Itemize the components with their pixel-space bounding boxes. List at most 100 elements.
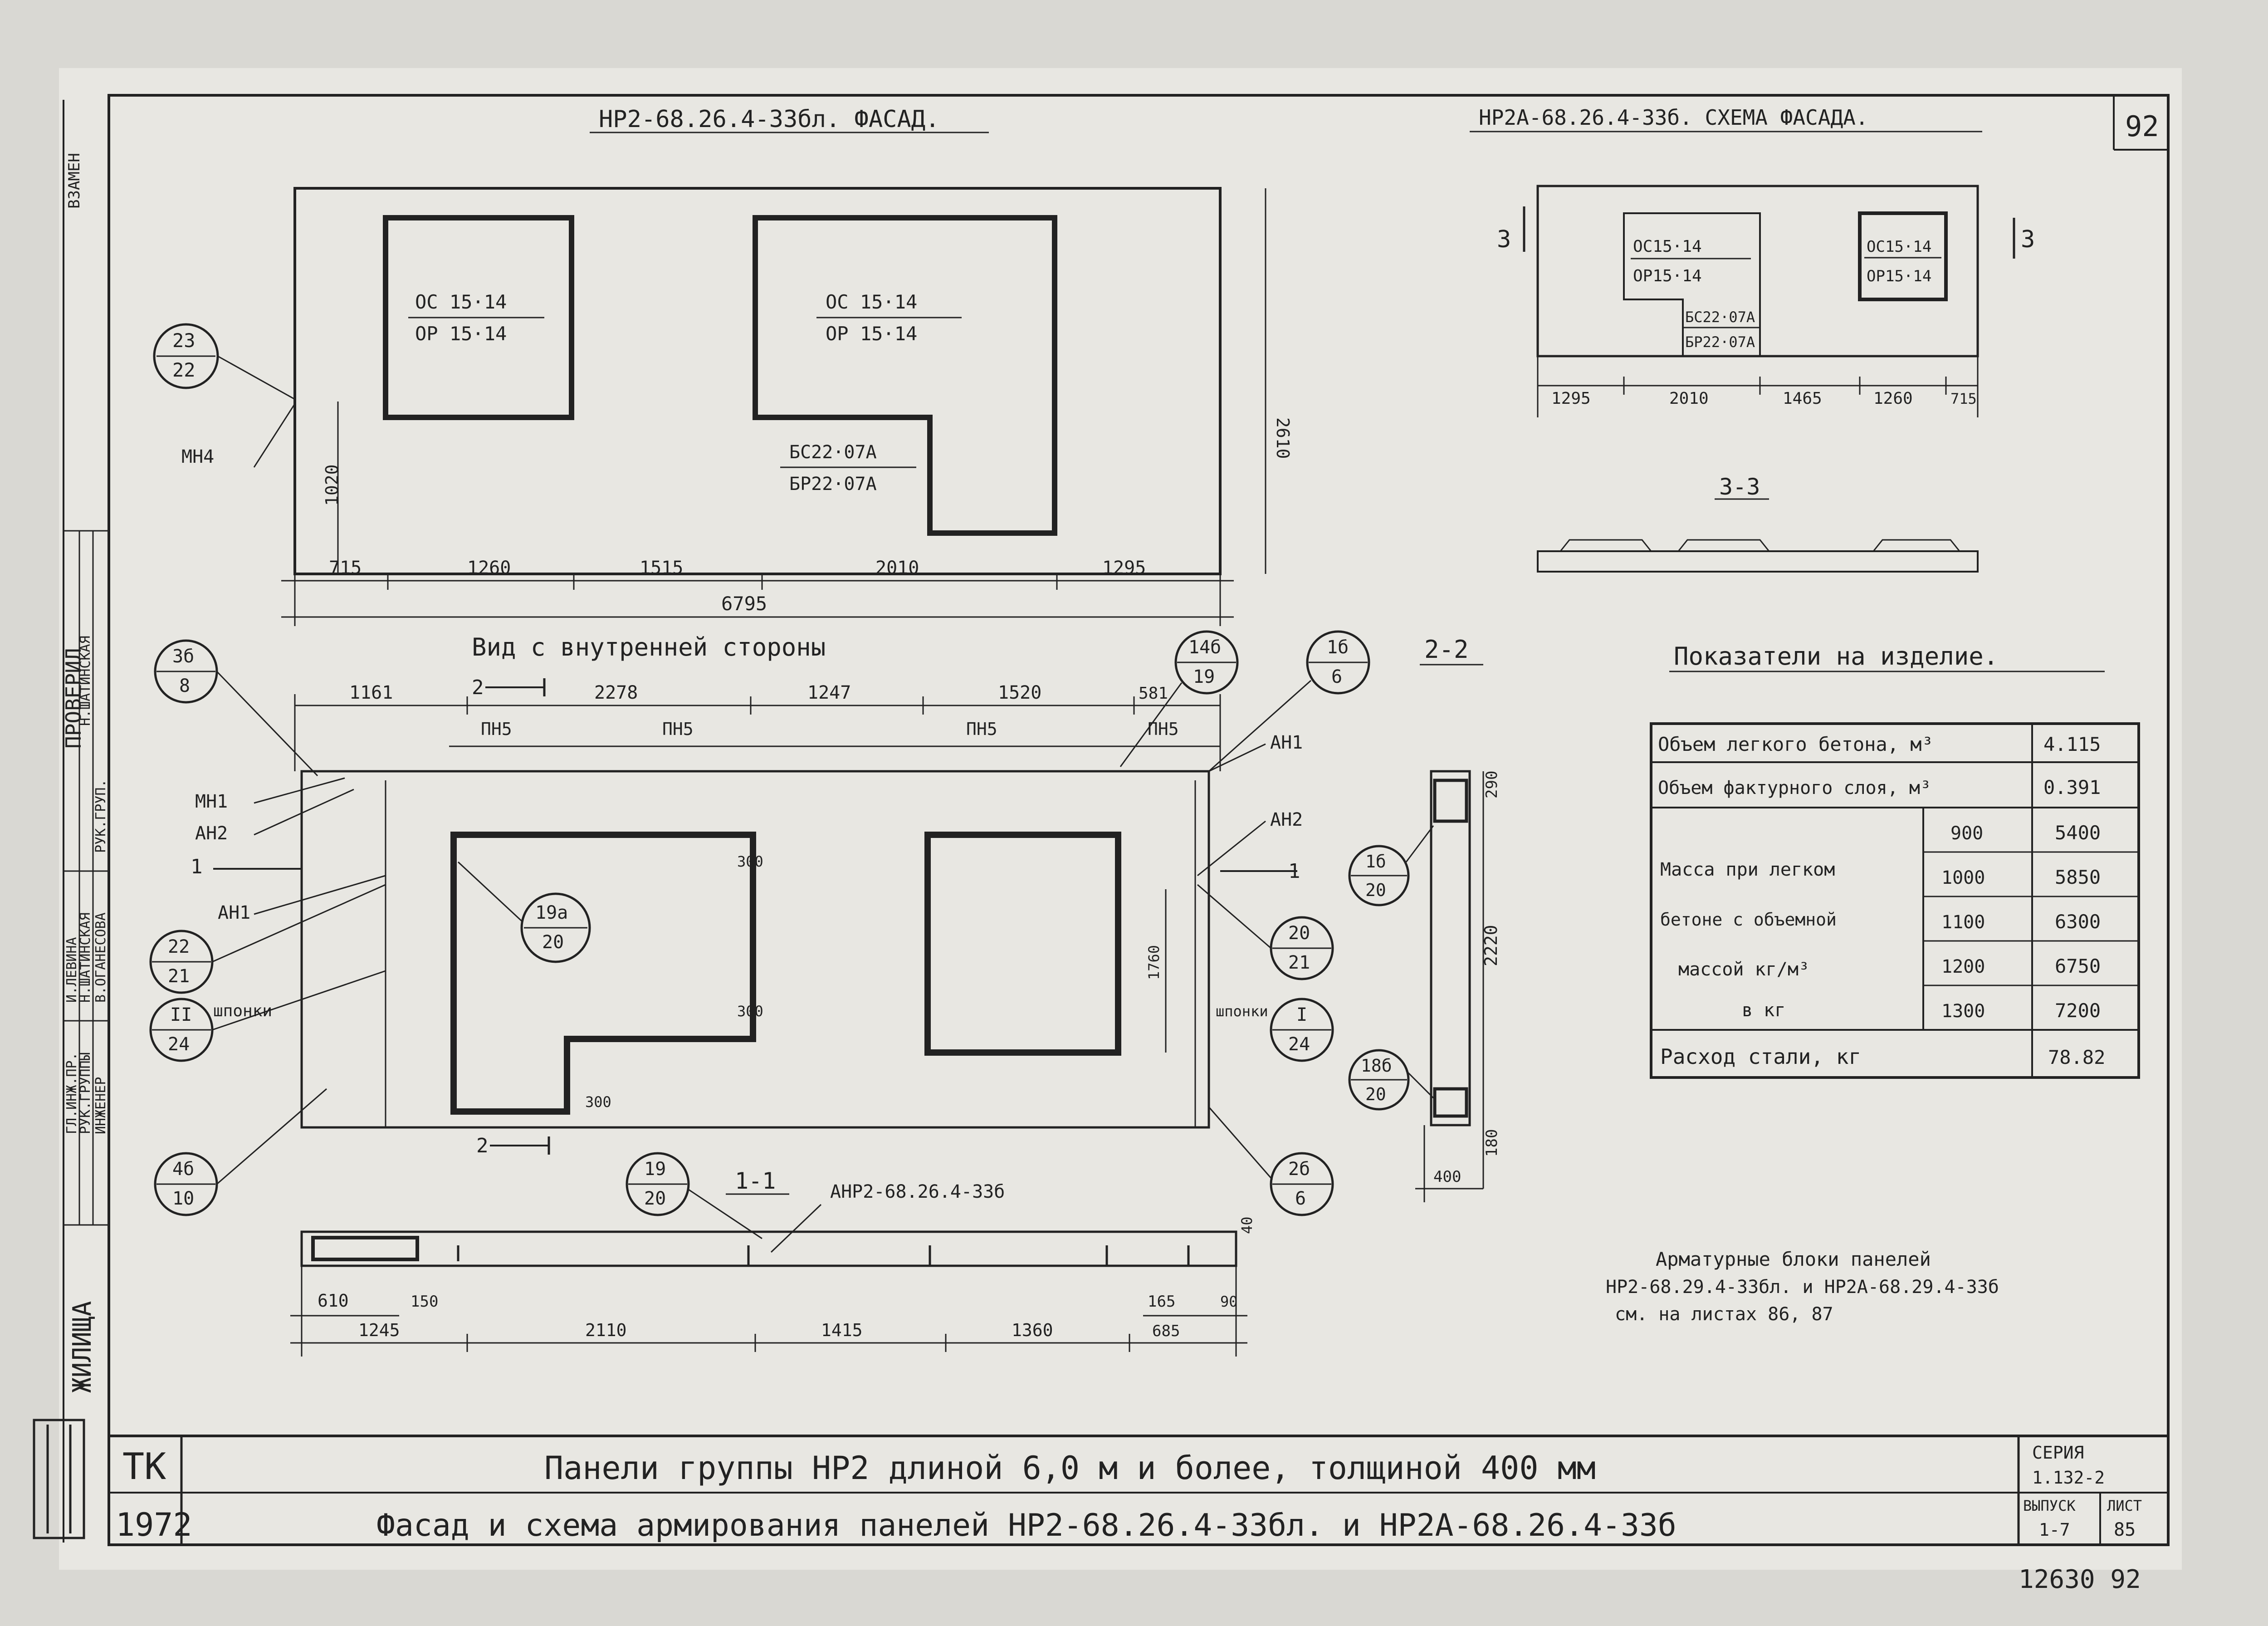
section22-dim-2220: 2220 (1481, 925, 1501, 966)
circle-22-21: 22 21 (149, 884, 386, 994)
section33-title: 3-3 (1719, 474, 1760, 500)
note-line-2: НР2-68.29.4-33бл. и НР2А-68.29.4-33б (1606, 1277, 1999, 1298)
scheme-title: НР2А-68.26.4-33б. СХЕМА ФАСАДА. (1479, 105, 1868, 130)
strip-role-4: РУК.ГРУП. (93, 779, 109, 853)
section22-c1-top: 1б (1365, 852, 1386, 872)
facade-win2-top: ОС 15·14 (826, 291, 917, 313)
strip-name-4: Н.ШАТИНСКАЯ (78, 636, 93, 726)
inner-dim-3: 1247 (807, 682, 851, 703)
inner-view: Вид с внутренней стороны 1161 2278 1247 … (191, 633, 1303, 1157)
circle-II-top: II (170, 1004, 192, 1025)
circle-I-24: I 24 (1270, 998, 1334, 1062)
section11-dim-150: 150 (411, 1293, 438, 1311)
circle-19a-top: 19а (535, 902, 568, 923)
facade-win1-bot: ОР 15·14 (415, 323, 507, 345)
section11-ref: АНР2-68.26.4-33б (830, 1181, 1005, 1202)
scheme-view: НР2А-68.26.4-33б. СХЕМА ФАСАДА. ОС15·14 … (1470, 105, 2035, 573)
facade-dim-1: 715 (329, 558, 362, 578)
strip-role-1: ГЛ.ИНЖ.ПР. (64, 1052, 80, 1134)
facade-panel (293, 187, 1222, 575)
facade-window-door (753, 215, 1057, 536)
facade-dim-4: 2010 (875, 558, 919, 578)
scheme-cut-right: 3 (2021, 226, 2035, 253)
section11-title: 1-1 (735, 1168, 776, 1194)
indicators-title: Показатели на изделие. (1674, 642, 1998, 671)
circle-2b-bot: 6 (1295, 1188, 1306, 1209)
ind-mass-line-1: Масса при легком (1660, 859, 1835, 880)
section11-circle-bot: 20 (644, 1188, 666, 1209)
section22-dim-400: 400 (1433, 1168, 1461, 1186)
ind-row1-val: 4.115 (2043, 733, 2101, 755)
section22-circle-1 (1348, 845, 1410, 906)
inner-opening-1 (450, 832, 756, 1115)
inner-pn-3: ПН5 (966, 719, 997, 739)
tb-sheet-val: 85 (2114, 1519, 2136, 1540)
inner-h1760: 1760 (1145, 945, 1163, 980)
inner-an1-left: АН1 (218, 902, 250, 923)
tb-tk: ТК (122, 1445, 166, 1488)
section11-dim-1415: 1415 (821, 1320, 863, 1340)
circle-II-24: II 24 (149, 970, 386, 1062)
facade-dim-5: 1295 (1102, 558, 1146, 578)
section11-dim-685: 685 (1152, 1322, 1180, 1340)
inner-pn-1: ПН5 (481, 719, 512, 739)
section22-dim-290: 290 (1483, 771, 1501, 798)
tb-series-label: СЕРИЯ (2032, 1443, 2084, 1463)
circle-1b-top: 1б (1327, 637, 1349, 658)
ind-row2-label: Объем фактурного слоя, м³ (1658, 778, 1931, 798)
note: Арматурные блоки панелей НР2-68.29.4-33б… (1606, 1248, 1999, 1325)
facade-door-bot: БР22·07А (789, 474, 877, 495)
circle-4b-bot: 10 (172, 1188, 194, 1209)
facade-win1-top: ОС 15·14 (415, 291, 507, 313)
circle-2b-top: 2б (1288, 1159, 1310, 1180)
scheme-w2-bot: ОР15·14 (1867, 267, 1931, 285)
section-2-2: 2-2 290 2220 180 400 1б 20 18б 20 (1348, 635, 1501, 1202)
circle-14b-19: 14б 19 (1119, 630, 1239, 767)
facade-title: НР2-68.26.4-33бл. ФАСАД. (599, 106, 939, 133)
ind-density-1000: 1000 (1941, 867, 1985, 888)
section-1-1: 1-1 АНР2-68.26.4-33б 19 20 40 610 150 16… (290, 1152, 1256, 1357)
facade-window-1 (383, 215, 574, 420)
facade-total: 6795 (721, 593, 767, 615)
facade-view: НР2-68.26.4-33бл. ФАСАД. ОС 15·14 ОР 15·… (153, 106, 1293, 626)
section22-c2-bot: 20 (1365, 1084, 1386, 1104)
circle-22-bot: 21 (168, 966, 190, 987)
facade-door-top: БС22·07А (789, 442, 877, 463)
left-strip: ВЗАМЕН ПРОВЕРИЛ ГЛ.ИНЖ.ПР. И.ЛЕВИНА РУК.… (33, 100, 109, 1543)
inner-pn-2: ПН5 (662, 719, 694, 739)
tb-issue-label: ВЫПУСК (2023, 1497, 2076, 1514)
inner-dim-5: 581 (1139, 684, 1168, 703)
scheme-w2-top: ОС15·14 (1867, 238, 1931, 256)
circle-3b-8: 3б 8 (154, 639, 318, 777)
circle-1b-6: 1б 6 (1208, 630, 1370, 772)
sheet-number: 92 (2125, 110, 2159, 143)
circle-20-21: 20 21 (1197, 884, 1334, 980)
facade-dim-3: 1515 (640, 558, 683, 578)
inner-an1-right: АН1 (1270, 732, 1303, 753)
facade-mark-bot: 22 (172, 359, 196, 381)
strip-logo (33, 1419, 85, 1539)
circle-I-bot: 24 (1288, 1034, 1310, 1055)
tb-line-1: Панели группы НР2 длиной 6,0 м и более, … (544, 1450, 1596, 1487)
ind-mass-5850: 5850 (2055, 866, 2101, 888)
ind-density-900: 900 (1950, 823, 1983, 844)
section22-title: 2-2 (1424, 635, 1469, 664)
facade-h-total: 2610 (1273, 417, 1293, 459)
facade-h-left: 1020 (322, 464, 342, 506)
note-line-3: см. на листах 86, 87 (1615, 1304, 1833, 1325)
facade-mark-top: 23 (172, 329, 196, 352)
archive-stamp: 12630 92 (2019, 1565, 2141, 1594)
inner-an2-left: АН2 (195, 823, 228, 844)
strip-checked: ПРОВЕРИЛ (61, 648, 86, 749)
inner-dim-4: 1520 (998, 682, 1041, 703)
inner-cut1-left: 1 (191, 855, 203, 878)
ind-mass-6750: 6750 (2055, 955, 2101, 977)
ind-mass-5400: 5400 (2055, 822, 2101, 844)
inner-shponki-left: шпонки (213, 1002, 272, 1020)
note-line-1: Арматурные блоки панелей (1656, 1248, 1931, 1270)
circle-4b-top: 4б (172, 1159, 194, 1180)
scheme-dim-3: 1465 (1783, 389, 1822, 408)
circle-4b-10: 4б 10 (154, 1088, 327, 1216)
section22-shape (1430, 770, 1471, 1126)
